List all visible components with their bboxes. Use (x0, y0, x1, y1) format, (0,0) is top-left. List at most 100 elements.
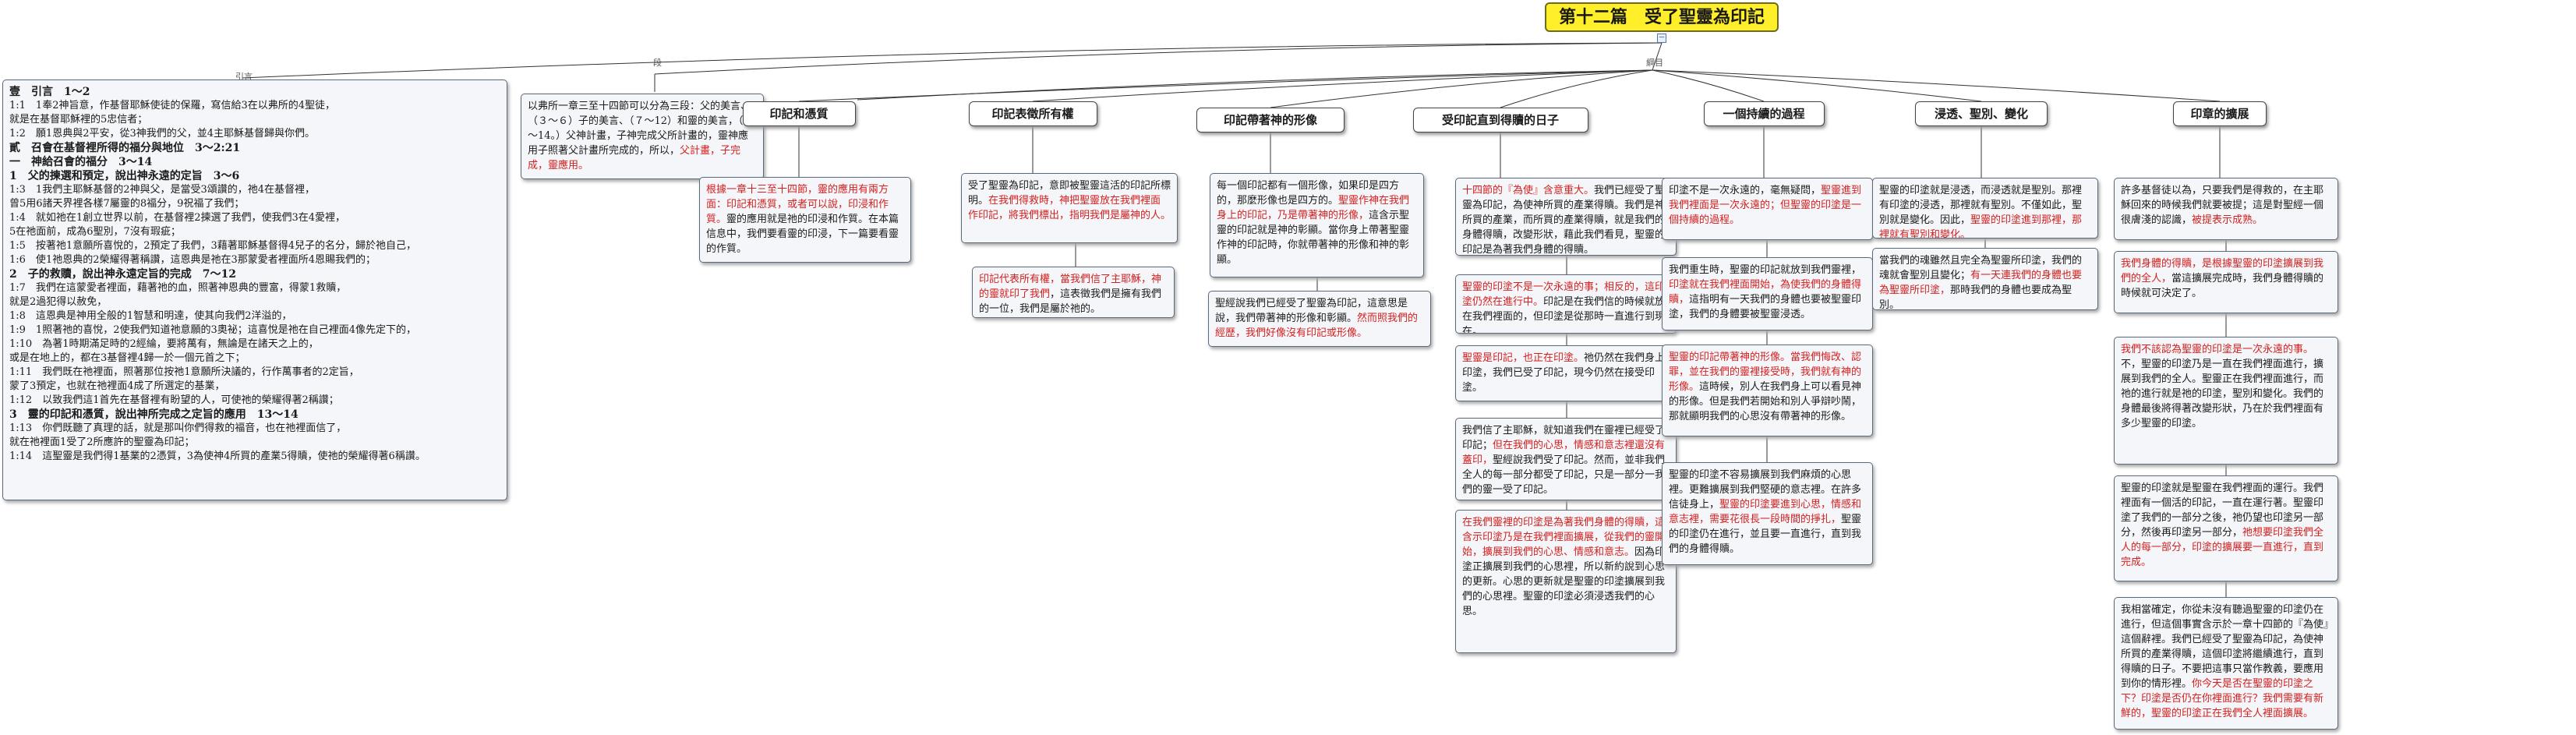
highlight-text: 我們身體的得贖，是根據聖靈的印塗擴展到我們的全人， (2121, 258, 2324, 284)
branch-node[interactable]: 印記和憑質 (742, 101, 856, 126)
note-box: 印塗不是一次永遠的，毫無疑問，聖靈進到我們裡面是一次永遠的；但聖靈的印塗是一個持… (1662, 178, 1873, 240)
connector-line (1652, 42, 1663, 71)
highlight-text: 你今天是否在聖靈的印塗之下？印塗是否仍在你裡面進行？我們需要有新鮮的，聖靈的印塗… (2121, 678, 2324, 719)
label-outline: 綱目 (1646, 58, 1663, 68)
body-text: 印記是在我們信的時候就放在我們裡面的，但印塗是從那時一直進行到現在。 (1462, 296, 1666, 334)
body-text: 以弗所一章三至十四節可以分為三段：父的美言、（３～６）子的美言、（７～12）和靈… (528, 101, 757, 157)
highlight-text: 印記代表所有權，當我們信了主耶穌，神的靈就印了我們 (979, 274, 1162, 300)
body-text: 我們已經受了聖靈為印記，為使神所買的產業得贖。我們是神所買的產業，而所買的產業得… (1462, 185, 1666, 256)
outline-line: 就是2過犯得以赦免， (9, 296, 108, 308)
branch-node[interactable]: 印記表徵所有權 (968, 101, 1097, 126)
outline-line: 1:1 1奉2神旨意，作基督耶穌使徒的保羅，寫信給3在以弗所的4聖徒， (9, 100, 336, 111)
note-box: 許多基督徒以為，只要我們是得救的，在主耶穌回來的時候我們就要被提；這是對聖經一個… (2114, 178, 2338, 240)
note-box: 我們不該認為聖靈的印塗是一次永遠的事。不，聖靈的印塗乃是一直在我們裡面進行，擴展… (2114, 337, 2338, 465)
body-text: 我相當確定，你從未沒有聽過聖靈的印塗仍在進行，但這個事實含示於一章十四節的『為使… (2121, 604, 2329, 690)
body-text: 祂仍然在我們身上印塗，我們已受了印記，現今仍然在接受印塗。 (1462, 352, 1666, 394)
highlight-text: 被提表示成熟。 (2192, 214, 2263, 226)
note-box: 聖靈的印塗不容易擴展到我們麻煩的心思裡。更難擴展到我們堅硬的意志裡。在許多信徒身… (1662, 462, 1873, 565)
connector-curve (242, 42, 1663, 79)
note-box: 當我們的魂雖然且完全為聖靈所印塗，我們的魂就會聖別且變化；有一天連我們的身體也要… (1872, 248, 2098, 310)
note-box: 每一個印記都有一個形像，如果印是四方的，那麼形像也是四方的。聖靈作神在我們身上的… (1210, 173, 1424, 277)
body-text: 我們重生時，聖靈的印記就放到我們靈裡， (1669, 264, 1862, 276)
body-text: 靈的應用就是祂的印浸和作質。在本篇信息中，我們要看靈的印浸，下一篇要看靈的作質。 (706, 214, 899, 255)
note-box: 在我們靈裡的印塗是為著我們身體的得贖，這含示印塗乃是在我們裡面擴展，從我們的靈開… (1455, 510, 1677, 653)
highlight-text: 聖靈的印塗不是一次永遠的事；相反的，這印塗仍然在進行中。 (1462, 281, 1666, 308)
branch-node[interactable]: 一個持續的過程 (1703, 101, 1825, 126)
body-text: 聖靈的印塗就是浸透，而浸透就是聖別。那裡有印塗的浸透，那裡就有聖別。不僅如此，聖… (1879, 185, 2083, 226)
body-text: 我們信了主耶穌，就知道我們在靈裡已經受了印記； (1462, 425, 1666, 451)
label-intro: 引言 (235, 72, 253, 82)
outline-line: 蒙了3預定，也就在祂裡面4成了所選定的基業， (9, 380, 225, 392)
outline-line: 1:13 你們既聽了真理的話，就是那叫你們得救的福音，也在祂裡面信了， (9, 422, 347, 434)
outline-line: 5在祂面前，成為6聖別，7沒有瑕疵； (9, 226, 181, 238)
body-text: 聖經說我們已經受了聖靈為印記，這意思是說，我們帶著神的形像和彰顯。 (1215, 298, 1408, 324)
outline-line: 1 父的揀選和預定，說出神永遠的定旨 3～6 (9, 170, 240, 182)
label-segment: 段 (653, 58, 662, 68)
note-box: 受了聖靈為印記，意即被聖靈這活的印記所標明。在我們得救時，神把聖靈放在我們裡面作… (961, 173, 1178, 243)
connector-curve (1652, 69, 1765, 102)
note-box: 印記代表所有權，當我們信了主耶穌，神的靈就印了我們，這表徵我們是擁有我們的一位，… (972, 267, 1175, 318)
branch-node[interactable]: 受印記直到得贖的日子 (1412, 108, 1588, 133)
connector-curve (798, 69, 1653, 102)
body-text: 聖靈的印塗不容易擴展到我們麻煩的心思裡。更難擴展到我們堅硬的意志裡。在許多信徒身… (1669, 469, 1862, 511)
outline-line: 1:3 1我們主耶穌基督的2神與父，是當受3頌讚的，祂4在基督裡， (9, 184, 316, 196)
note-box: 聖靈的印塗就是浸透，而浸透就是聖別。那裡有印塗的浸透，那裡就有聖別。不僅如此，聖… (1872, 178, 2098, 239)
body-text: 那時我們的身體也要成為聖別。 (1879, 284, 2072, 310)
body-text: 受了聖靈為印記，意即被聖靈這活的印記所標明。 (968, 180, 1171, 207)
outline-line: 或是在地上的，都在3基督裡4歸一於一個元首之下； (9, 352, 246, 364)
map-title: 第十二篇 受了聖靈為印記 (1545, 2, 1779, 32)
highlight-text: 父計畫，子完成，靈應用。 (528, 145, 741, 171)
outline-line: 1:6 使1祂恩典的2榮耀得著稱讚，這恩典是祂在3那蒙愛者裡面所4恩賜我們的； (9, 254, 376, 266)
connector-curve (1270, 69, 1653, 108)
highlight-text: 我們不該認為聖靈的印塗是一次永遠的事。 (2121, 344, 2314, 355)
note-box: 十四節的『為使』含意重大。我們已經受了聖靈為印記，為使神所買的產業得贖。我們是神… (1455, 178, 1677, 256)
body-text: 聖經說我們受了印記。然而，並非我們全人的每一部分都受了印記，只是一部分一我們的靈… (1462, 454, 1666, 496)
highlight-text: 但在我們的心思，情感和意志裡還沒有蓋印， (1462, 440, 1666, 466)
branch-node[interactable]: 印記帶著神的形像 (1196, 108, 1345, 133)
body-text: ，這表徵我們是擁有我們的一位，我們是屬於祂的。 (979, 288, 1162, 315)
outline-line: 1:12 以致我們這1首先在基督裡有盼望的人，可使祂的榮耀得著2稱讚； (9, 394, 339, 406)
note-box: 我相當確定，你從未沒有聽過聖靈的印塗仍在進行，但這個事實含示於一章十四節的『為使… (2114, 597, 2338, 730)
highlight-text: 聖靈的印塗要進到心思，情感和意志裡，需要花很長一段時間的掙扎， (1669, 499, 1862, 525)
body-text: 當這擴展完成時，我們身體得贖的時候就可決定了。 (2121, 273, 2324, 299)
note-box: 聖靈的印記帶著神的形像。當我們悔改、認罪，並在我們的靈裡接受時，我們就有神的形像… (1662, 345, 1873, 436)
intro-note: 以弗所一章三至十四節可以分為三段：父的美言、（３～６）子的美言、（７～12）和靈… (521, 94, 764, 179)
note-box: 根據一章十三至十四節，靈的應用有兩方面：印記和憑質，或者可以說，印浸和作質。靈的… (699, 177, 911, 263)
outline-line: 貳 召會在基督裡所得的福分與地位 3～2:21 (9, 142, 241, 154)
note-box: 聖靈是印記，也正在印塗。祂仍然在我們身上印塗，我們已受了印記，現今仍然在接受印塗… (1455, 345, 1677, 401)
highlight-text: 然而照我們的經歷，我們好像沒有印記或形像。 (1215, 313, 1419, 339)
outline-line: 1:8 這恩典是神用全般的1智慧和明達，使其向我們2洋溢的， (9, 310, 292, 322)
highlight-text: 聖靈的印塗進到那裡，那裡就有聖別和變化。 (1879, 214, 2083, 239)
outline-line: 就是在基督耶穌裡的5忠信者； (9, 114, 148, 125)
body-text: 這含示聖靈的印記就是神的彰顯。當你身上帶著聖靈作神的印記時，你就帶著神的形像和神… (1217, 210, 1410, 266)
highlight-text: 在我們靈裡的印塗是為著我們身體的得贖，這含示印塗乃是在我們裡面擴展，從我們的靈開… (1462, 517, 1666, 558)
outline-line: 1:5 按著祂1意願所喜悅的，2預定了我們，3藉著耶穌基督得4兒子的名分，歸於祂… (9, 240, 417, 252)
connector-curve (654, 42, 1663, 75)
body-text: 因為印塗正擴展到我們的心思裡，所以新約說到心思的更新。心思的更新就是聖靈的印塗擴… (1462, 546, 1666, 617)
note-box: 聖靈的印塗就是聖靈在我們裡面的運行。我們裡面有一個活的印記，一直在運行著。聖靈印… (2114, 475, 2338, 581)
highlight-text: 印塗就在我們裡面開始，為使我們的身體得贖， (1669, 279, 1862, 306)
outline-line: 1:14 這聖靈是我們得1基業的2憑質，3為使神4所買的產業5得贖，使祂的榮耀得… (9, 451, 426, 462)
body-text: 這指明有一天我們的身體也要被聖靈印塗，我們的身體要被聖靈浸透。 (1669, 294, 1862, 320)
outline-line: 1:11 我們既在祂裡面，照著那位按祂1意願所決議的，行作萬事者的2定旨， (9, 366, 359, 378)
connector-curve (1652, 69, 2221, 102)
connector-curve (1652, 69, 1982, 102)
connector-curve (1032, 69, 1653, 102)
scripture-outline: 壹 引言 1～2 1:1 1奉2神旨意，作基督耶穌使徒的保羅，寫信給3在以弗所的4… (2, 80, 507, 500)
outline-line: 1:2 願1恩典與2平安，從3神我們的父，並4主耶穌基督歸與你們。 (9, 128, 316, 140)
body-text: 每一個印記都有一個形像，如果印是四方的，那麼形像也是四方的。 (1217, 180, 1400, 207)
outline-line: 壹 引言 1～2 (9, 86, 90, 98)
body-text: 這時候，別人在我們身上可以看見神的形像。但是我們若開始和別人爭辯吵鬧，那就顯明我… (1669, 381, 1862, 422)
branch-node[interactable]: 印章的擴展 (2173, 101, 2267, 126)
body-text: 不，聖靈的印塗乃是一直在我們裡面進行，擴展到我們的全人。聖靈正在我們裡面進行，而… (2121, 359, 2324, 429)
center-collapse-icon[interactable]: － (1657, 34, 1666, 43)
highlight-text: 聖靈是印記，也正在印塗。 (1462, 352, 1585, 364)
body-text: 當我們的魂雖然且完全為聖靈所印塗，我們的魂就會聖別且變化； (1879, 255, 2083, 281)
outline-line: 一 神給召會的福分 3～14 (9, 156, 153, 168)
highlight-text: 祂想要印塗我們全人的每一部分，印塗的擴展要一直進行，直到完成。 (2121, 527, 2324, 568)
highlight-text: 十四節的『為使』含意重大。 (1462, 185, 1595, 196)
branch-node[interactable]: 浸透、聖別、變化 (1915, 101, 2048, 126)
outline-line: 就在祂裡面1受了2所應許的聖靈為印記； (9, 436, 195, 448)
highlight-text: 聖靈進到我們裡面是一次永遠的；但聖靈的印塗是一個持續的過程。 (1669, 185, 1862, 226)
